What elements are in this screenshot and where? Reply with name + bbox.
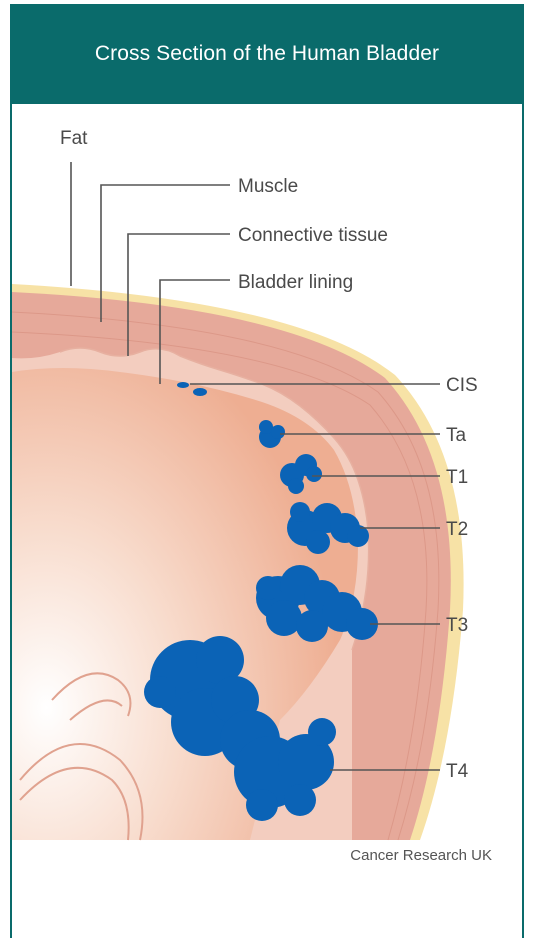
label-connective-tissue: Connective tissue <box>238 225 388 246</box>
label-bladder-lining: Bladder lining <box>238 272 353 293</box>
label-t1: T1 <box>446 467 468 488</box>
credit-label: Cancer Research UK <box>350 847 492 864</box>
label-muscle: Muscle <box>238 176 298 197</box>
label-cis: CIS <box>446 375 478 396</box>
label-ta: Ta <box>446 425 467 446</box>
label-t3: T3 <box>446 615 468 636</box>
label-fat: Fat <box>60 128 88 149</box>
label-t4: T4 <box>446 761 469 782</box>
label-t2: T2 <box>446 519 468 540</box>
